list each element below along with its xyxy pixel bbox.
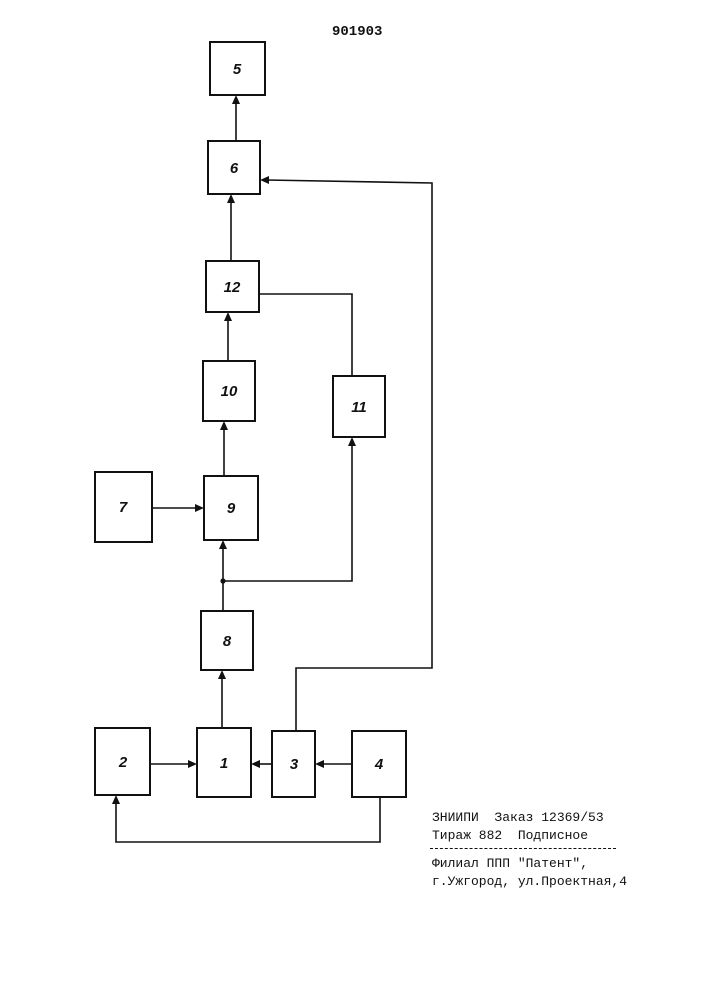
block-12: 12 — [206, 261, 259, 312]
wire-11-to-12 — [259, 294, 352, 376]
imprint-line-1: ЗНИИПИ Заказ 12369/53 — [432, 810, 604, 825]
block-6: 6 — [208, 141, 260, 194]
arrowhead-into-6-from-3 — [260, 176, 269, 184]
block-4: 4 — [352, 731, 406, 797]
block-12-label: 12 — [224, 279, 241, 296]
arrowhead-into-5 — [232, 95, 240, 104]
imprint-line-4: г.Ужгород, ул.Проектная,4 — [432, 874, 627, 889]
arrowhead-into-10 — [220, 421, 228, 430]
imprint-line-3: Филиал ППП "Патент", — [432, 856, 588, 871]
arrowheads — [112, 95, 356, 804]
block-9-label: 9 — [227, 500, 236, 517]
arrowhead-into-9-from-8 — [219, 540, 227, 549]
arrowhead-into-3 — [315, 760, 324, 768]
arrowhead-into-9-from-7 — [195, 504, 204, 512]
arrowhead-into-8 — [218, 670, 226, 679]
block-6-label: 6 — [230, 160, 239, 177]
block-7: 7 — [95, 472, 152, 542]
arrowhead-into-1-from-3 — [251, 760, 260, 768]
block-10: 10 — [203, 361, 255, 421]
junction-dot — [220, 578, 225, 583]
wire-3-to-6 — [266, 180, 432, 731]
block-1-label: 1 — [220, 755, 228, 772]
arrowhead-into-12 — [224, 312, 232, 321]
block-5: 5 — [210, 42, 265, 95]
imprint-line-2: Тираж 882 Подписное — [432, 828, 588, 843]
block-10-label: 10 — [221, 383, 238, 400]
wire-4-to-2 — [116, 797, 380, 842]
arrowhead-into-11 — [348, 437, 356, 446]
block-2: 2 — [95, 728, 150, 795]
block-3: 3 — [272, 731, 315, 797]
block-11: 11 — [333, 376, 385, 437]
block-3-label: 3 — [290, 756, 299, 773]
arrowhead-into-1-from-2 — [188, 760, 197, 768]
block-4-label: 4 — [374, 756, 384, 773]
block-9: 9 — [204, 476, 258, 540]
imprint-separator — [430, 848, 616, 849]
block-5-label: 5 — [233, 61, 242, 78]
block-8: 8 — [201, 611, 253, 670]
arrowhead-into-6-from-12 — [227, 194, 235, 203]
block-11-label: 11 — [351, 399, 367, 416]
block-2-label: 2 — [118, 754, 128, 771]
block-8-label: 8 — [223, 633, 232, 650]
arrowhead-into-2 — [112, 795, 120, 804]
block-1: 1 — [197, 728, 251, 797]
block-7-label: 7 — [119, 499, 128, 516]
